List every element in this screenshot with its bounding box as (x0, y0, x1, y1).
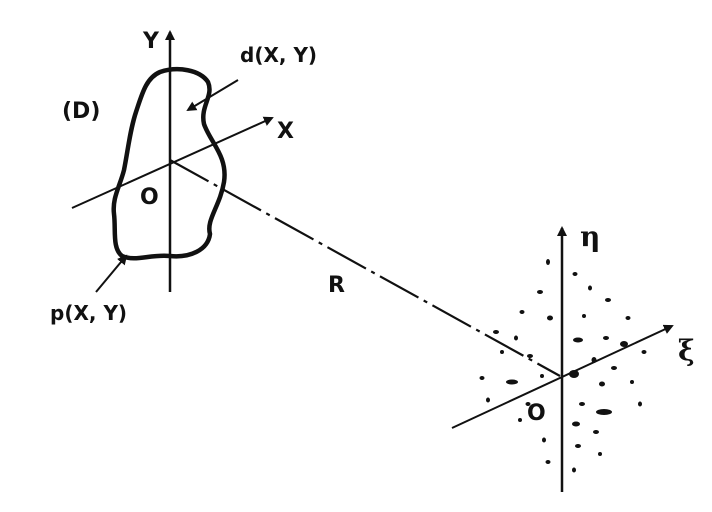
xi-axis-label: ξ (678, 334, 695, 367)
origin-image-label: O (527, 401, 546, 426)
xi-axis (451, 324, 674, 429)
element-arrow (186, 79, 239, 112)
eta-axis-label: η (580, 220, 600, 253)
x-axis-label: X (277, 119, 294, 144)
speckle-pattern (479, 259, 647, 473)
distance-line (169, 159, 561, 377)
domain-label: (D) (62, 99, 100, 124)
domain-boundary (111, 67, 227, 261)
point-arrow (95, 254, 128, 293)
y-axis-label: Y (142, 29, 160, 54)
point-label: p(X, Y) (50, 301, 127, 325)
distance-label: R (328, 273, 345, 298)
origin-object-label: O (140, 185, 159, 210)
x-axis-object (71, 116, 274, 209)
element-label: d(X, Y) (240, 43, 317, 67)
